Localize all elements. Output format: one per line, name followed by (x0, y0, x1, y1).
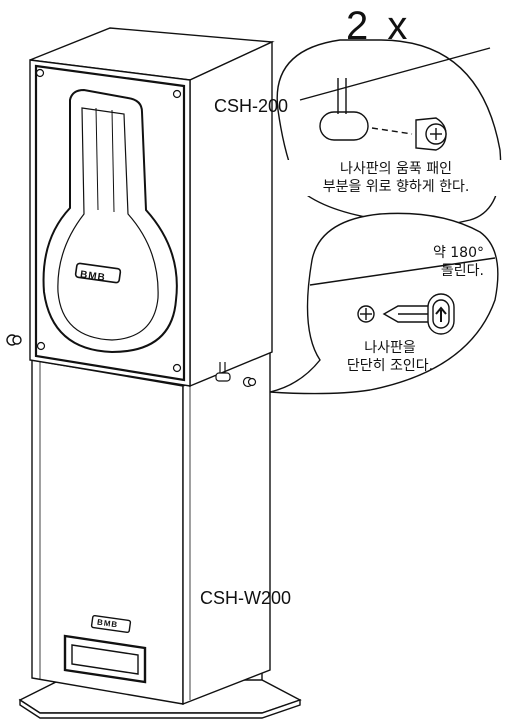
step1-line2: 부분을 위로 향하게 한다. (322, 179, 470, 195)
left-connector-icon (6, 334, 22, 346)
lower-cabinet (31, 350, 271, 706)
base-handle (63, 634, 147, 684)
detail-callout-1 (276, 39, 502, 227)
step2-rotate-instruction: 약 180° 돌린다. (392, 244, 486, 280)
step2-tighten-line1: 나사판을 (364, 340, 416, 356)
screw-plate-detail (299, 47, 491, 151)
step1-line1: 나사판의 움푹 패인 (340, 161, 452, 177)
step2-rotate-line1: 약 180° (432, 245, 484, 261)
base-logo-badge (90, 614, 132, 634)
right-connector-icon (215, 362, 257, 388)
screwdriver-detail (309, 257, 496, 335)
corner-screw-icons (35, 68, 182, 373)
front-grille (34, 64, 186, 382)
quantity-label: 2 x (346, 4, 412, 48)
step2-tighten-instruction: 나사판을 단단히 조인다. (328, 339, 452, 375)
detail-callout-2 (269, 212, 499, 395)
step2-tighten-line2: 단단히 조인다. (346, 358, 434, 374)
step2-rotate-line2: 돌린다. (440, 263, 484, 279)
model-label-top: CSH-200 (214, 96, 289, 116)
front-logo-badge (74, 262, 122, 284)
step1-instruction: 나사판의 움푹 패인 부분을 위로 향하게 한다. (285, 160, 507, 196)
model-label-bottom: CSH-W200 (200, 588, 292, 608)
